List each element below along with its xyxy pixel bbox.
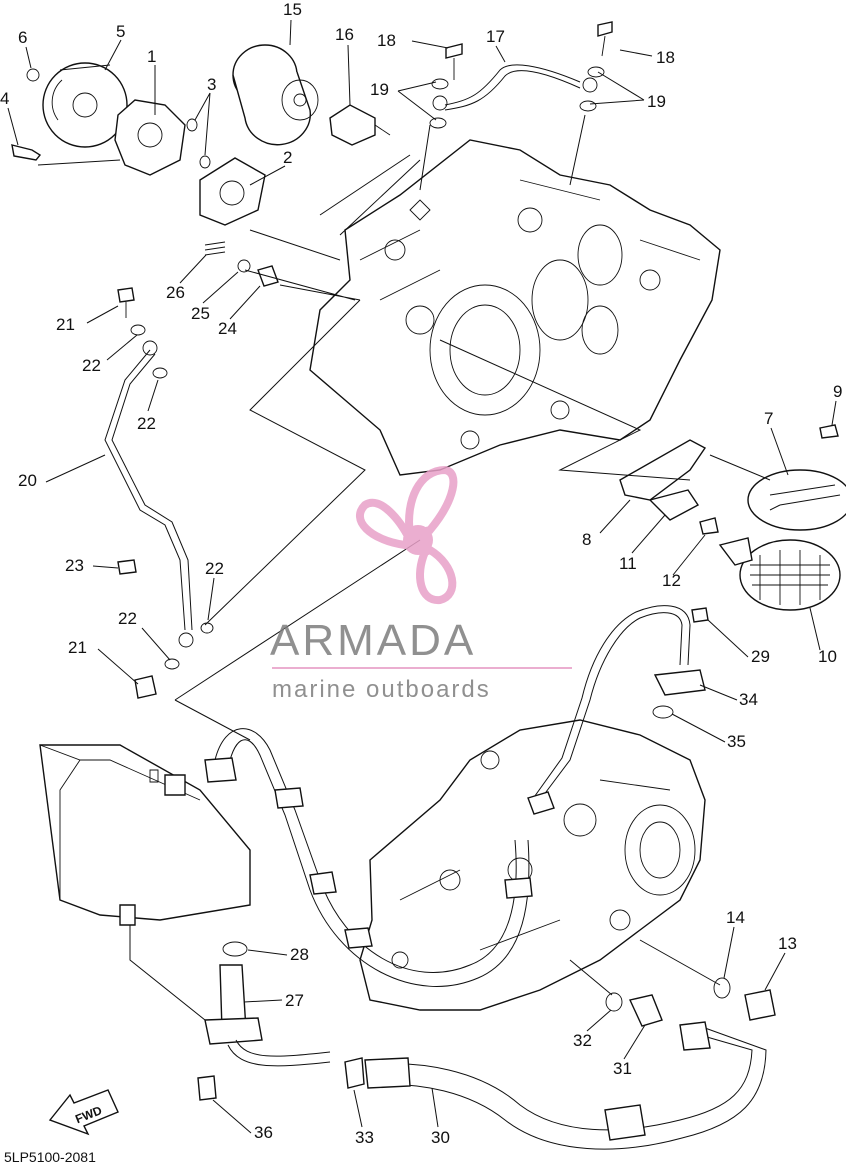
callout-15: 15 xyxy=(283,0,302,19)
callout-21b: 21 xyxy=(68,638,87,657)
callout-34: 34 xyxy=(739,690,758,709)
callout-19a: 19 xyxy=(370,80,389,99)
callout-9: 9 xyxy=(833,382,842,401)
callout-22b: 22 xyxy=(137,414,156,433)
leader-lines xyxy=(37,114,781,1021)
callout-5: 5 xyxy=(116,22,125,41)
callout-19b: 19 xyxy=(647,92,666,111)
callout-23: 23 xyxy=(65,556,84,575)
strainer-assembly xyxy=(619,424,846,611)
callout-18a: 18 xyxy=(377,31,396,50)
callout-labels: 1 2 3 4 5 6 7 8 9 10 11 12 13 14 15 16 1… xyxy=(0,0,842,1147)
oil-pipe-left xyxy=(104,241,279,699)
watermark-brand: ARMADA xyxy=(270,616,476,665)
drawing-code: 5LP5100-2081 xyxy=(4,1149,96,1165)
oil-tank xyxy=(39,744,251,926)
callout-22d: 22 xyxy=(118,609,137,628)
callout-4: 4 xyxy=(0,89,9,108)
callout-27: 27 xyxy=(285,991,304,1010)
callout-32: 32 xyxy=(573,1031,592,1050)
callout-24: 24 xyxy=(218,319,237,338)
watermark-tagline: marine outboards xyxy=(272,676,491,703)
callout-26: 26 xyxy=(166,283,185,302)
callout-6: 6 xyxy=(18,28,27,47)
callout-1: 1 xyxy=(147,47,156,66)
callout-25: 25 xyxy=(191,304,210,323)
callout-11: 11 xyxy=(619,554,637,573)
callout-20: 20 xyxy=(18,471,37,490)
callout-8: 8 xyxy=(582,530,591,549)
callout-22a: 22 xyxy=(82,356,101,375)
callout-36: 36 xyxy=(254,1123,273,1142)
callout-28: 28 xyxy=(290,945,309,964)
callout-33: 33 xyxy=(355,1128,374,1147)
crankcase-upper xyxy=(309,139,721,476)
callout-22c: 22 xyxy=(205,559,224,578)
forward-arrow: FWD xyxy=(48,1089,119,1136)
callout-7: 7 xyxy=(764,409,773,428)
oil-hoses-lower xyxy=(197,605,776,1150)
callout-10: 10 xyxy=(818,647,837,666)
propeller-logo-icon xyxy=(356,465,458,604)
callout-18b: 18 xyxy=(656,48,675,67)
callout-2: 2 xyxy=(283,148,292,167)
callout-leaders xyxy=(7,19,837,1134)
oil-filter xyxy=(232,44,391,146)
callout-13: 13 xyxy=(778,934,797,953)
callout-17: 17 xyxy=(486,27,505,46)
callout-31: 31 xyxy=(613,1059,632,1078)
callout-16: 16 xyxy=(335,25,354,44)
oil-pipe-upper xyxy=(429,21,613,129)
crankcase-lower xyxy=(359,719,706,1011)
callout-12: 12 xyxy=(662,571,681,590)
callout-30: 30 xyxy=(431,1128,450,1147)
callout-35: 35 xyxy=(727,732,746,751)
oil-pump-assembly xyxy=(11,62,266,226)
watermark-rule xyxy=(272,667,572,669)
callout-3: 3 xyxy=(207,75,216,94)
callout-21a: 21 xyxy=(56,315,75,334)
armada-watermark: ARMADA marine outboards xyxy=(270,465,572,703)
callout-29: 29 xyxy=(751,647,770,666)
callout-14: 14 xyxy=(726,908,745,927)
